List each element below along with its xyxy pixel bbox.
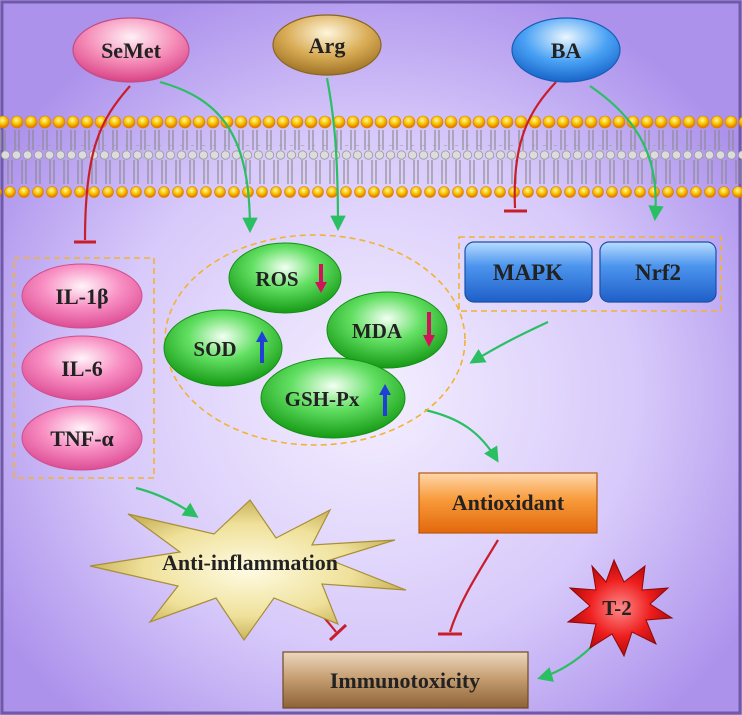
toxin-t2-label: T-2	[602, 596, 632, 620]
arrow-cytokines-antiinflammation	[135, 486, 199, 518]
inhibit-line-antioxidant	[448, 539, 499, 633]
outcome-anti-inflammation: Anti-inflammation	[89, 499, 407, 642]
arrow-ros-antioxidant	[424, 408, 499, 463]
marker-mda-label: MDA	[352, 319, 403, 343]
marker-sod-label: SOD	[193, 337, 236, 361]
starburst-shape	[89, 499, 407, 642]
arrow-arg-ros	[325, 77, 346, 232]
toxin-t2: T-2	[566, 558, 674, 658]
inhibit-line-ba	[513, 81, 557, 209]
red-star-shape	[566, 558, 674, 658]
agent-ba-label: BA	[551, 38, 582, 63]
marker-gshpx: GSH-Px	[260, 357, 406, 439]
outcome-antioxidant-label: Antioxidant	[452, 490, 565, 515]
agent-ba: BA	[511, 17, 621, 83]
marker-sod: SOD	[163, 309, 283, 387]
pathway-mapk: MAPK	[464, 241, 593, 303]
pathway-nrf2-label: Nrf2	[635, 260, 681, 285]
down-arrow-icon	[427, 312, 431, 338]
down-arrow-head	[423, 335, 435, 347]
cytokine-group-frame	[13, 257, 155, 479]
cytokine-il1b: IL-1β	[21, 263, 143, 329]
down-arrow-head	[315, 282, 327, 293]
up-arrow-icon	[260, 339, 264, 363]
inhibit-line-semet	[83, 85, 131, 241]
pathway-nrf2: Nrf2	[599, 241, 717, 303]
up-arrow-head	[256, 331, 268, 342]
pathway-group-frame	[458, 236, 722, 312]
marker-ros-label: ROS	[255, 267, 298, 291]
agent-arg: Arg	[272, 14, 382, 76]
outcome-anti-inflammation-label: Anti-inflammation	[162, 550, 338, 575]
down-arrow-icon	[319, 264, 323, 285]
arrow-semet-ros	[159, 80, 258, 234]
outcome-antioxidant: Antioxidant	[418, 472, 598, 534]
cytokine-il6-label: IL-6	[61, 356, 103, 381]
up-arrow-head	[379, 384, 391, 395]
pathway-mapk-label: MAPK	[493, 260, 563, 285]
agent-semet: SeMet	[72, 17, 190, 83]
agent-semet-label: SeMet	[101, 38, 162, 63]
inhibit-bar-antiinflammation	[328, 623, 348, 642]
cytokine-il6: IL-6	[21, 335, 143, 401]
cytokine-tnfa-label: TNF-α	[50, 426, 114, 451]
arrow-pathways-ros	[469, 321, 549, 364]
arrow-ba-nrf2	[589, 85, 664, 222]
marker-mda: MDA	[326, 291, 448, 369]
marker-gshpx-label: GSH-Px	[285, 387, 360, 411]
cell-membrane	[0, 108, 742, 200]
marker-ros: ROS	[228, 242, 342, 314]
cytokine-tnfa: TNF-α	[21, 405, 143, 471]
cytokine-il1b-label: IL-1β	[55, 284, 108, 309]
agent-arg-label: Arg	[309, 33, 346, 58]
outcome-immunotoxicity: Immunotoxicity	[282, 651, 529, 709]
outcome-immunotoxicity-label: Immunotoxicity	[330, 668, 480, 693]
up-arrow-icon	[383, 392, 387, 416]
